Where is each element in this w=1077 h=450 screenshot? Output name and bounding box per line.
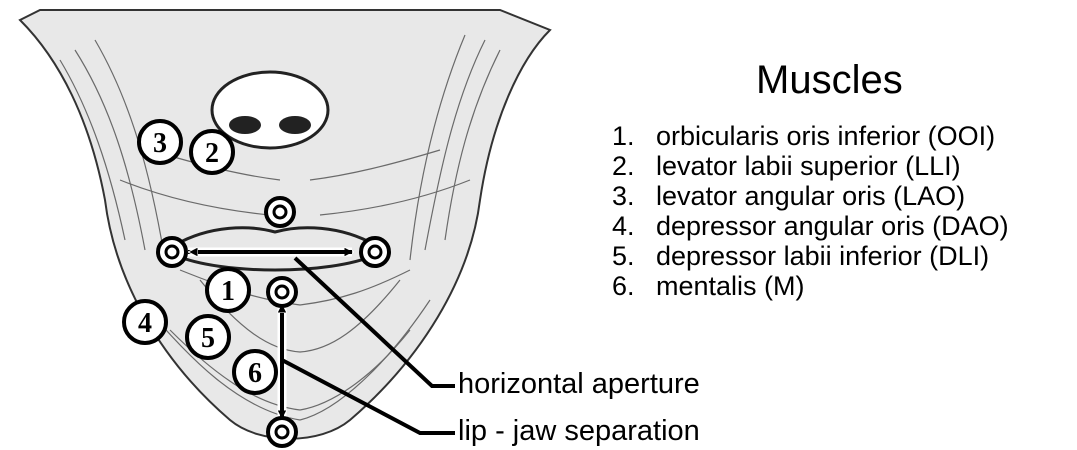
marker-4: 4	[124, 301, 166, 343]
legend-item: 1.orbicularis oris inferior (OOI)	[612, 121, 1009, 151]
target-chin	[268, 418, 296, 446]
legend-item: 2.levator labii superior (LLI)	[612, 151, 1009, 181]
svg-text:1: 1	[221, 276, 235, 307]
target-right-corner	[361, 238, 389, 266]
target-upper	[266, 198, 294, 226]
marker-6: 6	[234, 351, 276, 393]
marker-3: 3	[139, 121, 181, 163]
svg-text:6: 6	[248, 358, 262, 389]
svg-text:2: 2	[205, 138, 219, 169]
svg-text:4: 4	[138, 308, 152, 339]
legend-item: 5.depressor labii inferior (DLI)	[612, 241, 1009, 271]
lip-jaw-separation-label: lip - jaw separation	[458, 415, 700, 448]
legend-title: Muscles	[756, 58, 903, 103]
target-lower-lip	[268, 278, 296, 306]
svg-text:3: 3	[153, 128, 167, 159]
legend-item: 4.depressor angular oris (DAO)	[612, 211, 1009, 241]
horizontal-aperture-label: horizontal aperture	[458, 368, 700, 401]
target-left-corner	[158, 238, 186, 266]
marker-2: 2	[191, 131, 233, 173]
legend-item: 6.mentalis (M)	[612, 271, 1009, 301]
marker-5: 5	[187, 316, 229, 358]
nose	[212, 72, 328, 148]
muscle-legend: 1.orbicularis oris inferior (OOI) 2.leva…	[612, 121, 1009, 301]
svg-text:5: 5	[201, 323, 215, 354]
legend-item: 3.levator angular oris (LAO)	[612, 181, 1009, 211]
marker-1: 1	[207, 269, 249, 311]
